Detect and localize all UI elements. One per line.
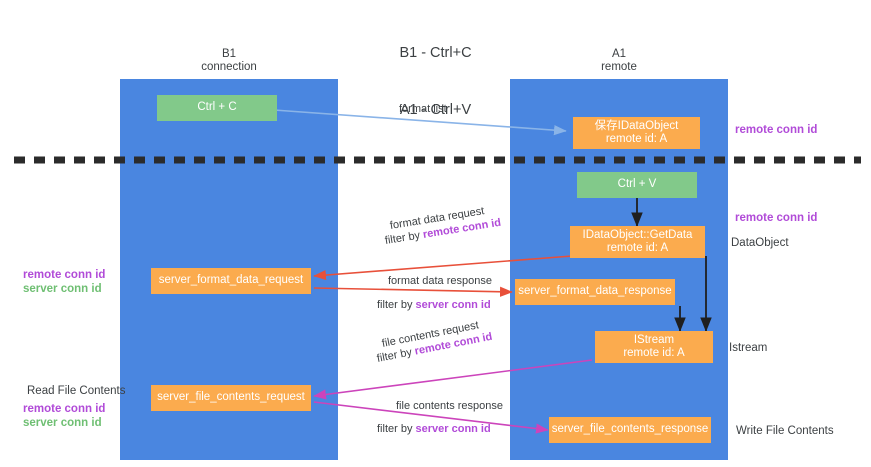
annotation-right-remote-conn-mid: remote conn id <box>735 212 818 224</box>
node-ctrl-v-label: Ctrl + V <box>617 178 657 191</box>
node-store-idataobject-label: 保存IDataObject <box>594 119 679 132</box>
node-file-resp-label: server_file_contents_response <box>551 423 709 436</box>
annotation-left-server-conn-id-1: server conn id <box>23 283 102 295</box>
node-istream-remote-id: remote id: A <box>623 347 685 359</box>
node-ctrl-c-label: Ctrl + C <box>197 101 237 114</box>
edge-label-file-filter-server: filter by server conn id <box>377 422 491 436</box>
annotation-right-write-file-contents: Write File Contents <box>736 425 834 437</box>
node-getdata-remote-id: remote id: A <box>606 242 669 254</box>
edge-label-file-contents-response: file contents response <box>396 400 504 412</box>
lane-header-a1: A1 remote <box>510 48 728 74</box>
node-ctrl-v[interactable]: Ctrl + V <box>577 172 697 198</box>
node-server-file-contents-request[interactable]: server_file_contents_request <box>151 385 311 411</box>
filter-prefix-2: filter by <box>377 299 416 311</box>
edge-label-format-data-response: format data response <box>388 275 492 287</box>
filter-prefix-3: filter by <box>375 345 416 365</box>
annotation-left-read-file-contents: Read File Contents <box>27 385 126 397</box>
title-line-1: B1 - Ctrl+C <box>399 45 472 61</box>
annotation-left-conn-ids-top: remote conn id server conn id <box>23 268 105 296</box>
annotation-left-server-conn-id-2: server conn id <box>23 417 102 429</box>
node-fmt-resp-label: server_format_data_response <box>518 285 672 298</box>
node-store-idataobject[interactable]: 保存IDataObject remote id: A <box>573 117 700 149</box>
node-server-format-data-request[interactable]: server_format_data_request <box>151 268 311 294</box>
annotation-left-remote-conn-id-2: remote conn id <box>23 403 106 415</box>
annotation-right-remote-conn-top: remote conn id <box>735 124 818 136</box>
annotation-left-remote-conn-id-1: remote conn id <box>23 269 106 281</box>
annotation-right-istream: Istream <box>729 342 768 354</box>
lane-header-b1: B1 connection <box>120 48 338 74</box>
node-istream[interactable]: IStream remote id: A <box>595 331 713 363</box>
edge-format-data-response <box>313 286 513 297</box>
lane-a1-name: A1 <box>611 48 627 60</box>
node-store-idataobject-remote-id: remote id: A <box>605 133 668 145</box>
lane-b1-role: connection <box>201 61 257 73</box>
filter-key-server-conn-id-2: server conn id <box>415 423 491 435</box>
lane-b1-name: B1 <box>221 48 237 60</box>
node-idataobject-getdata[interactable]: IDataObject::GetData remote id: A <box>570 226 705 258</box>
node-file-req-label: server_file_contents_request <box>157 391 305 404</box>
edge-label-format-list: format list <box>399 103 447 115</box>
node-getdata-label: IDataObject::GetData <box>582 228 693 241</box>
annotation-right-dataobject: DataObject <box>731 237 789 249</box>
node-ctrl-c[interactable]: Ctrl + C <box>157 95 277 121</box>
annotation-left-conn-ids-bottom: remote conn id server conn id <box>23 402 105 430</box>
node-server-file-contents-response[interactable]: server_file_contents_response <box>549 417 711 443</box>
edge-label-format-filter-server: filter by server conn id <box>377 298 491 312</box>
node-istream-label: IStream <box>633 333 675 346</box>
filter-prefix-4: filter by <box>377 423 416 435</box>
node-server-format-data-response[interactable]: server_format_data_response <box>515 279 675 305</box>
filter-key-server-conn-id-1: server conn id <box>415 299 491 311</box>
node-fmt-req-label: server_format_data_request <box>158 274 304 287</box>
lane-a1-role: remote <box>601 61 637 73</box>
